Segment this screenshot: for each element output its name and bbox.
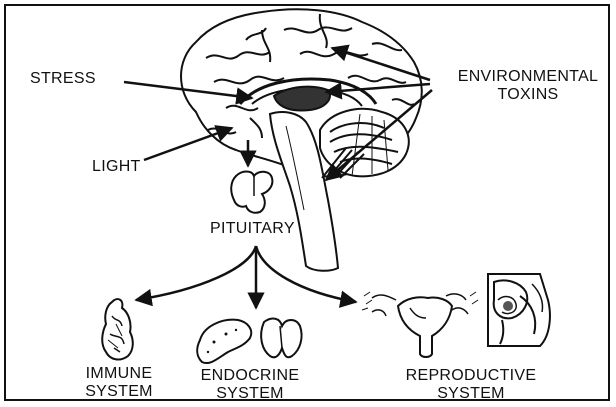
immune-system-line2: SYSTEM	[64, 383, 174, 401]
light-label: LIGHT	[92, 158, 141, 176]
immune-system-line1: IMMUNE	[64, 365, 174, 383]
stress-label: STRESS	[30, 70, 96, 88]
endocrine-system-line1: ENDOCRINE	[188, 367, 312, 385]
immune-organ-icon	[102, 299, 133, 359]
light-arrow	[144, 128, 232, 160]
reproductive-system-line1: REPRODUCTIVE	[396, 367, 546, 385]
reproductive-system-label: REPRODUCTIVE SYSTEM	[396, 367, 546, 403]
environmental-toxins-line1: ENVIRONMENTAL	[446, 68, 610, 86]
pituitary-gland-icon	[231, 172, 272, 213]
endocrine-system-label: ENDOCRINE SYSTEM	[188, 367, 312, 403]
pancreas-thyroid-icon	[197, 319, 301, 364]
environmental-toxins-line2: TOXINS	[446, 86, 610, 104]
pituitary-label: PITUITARY	[210, 220, 295, 238]
pituitary-to-immune-arrow	[136, 246, 256, 300]
reproductive-system-line2: SYSTEM	[396, 385, 546, 403]
endocrine-system-line2: SYSTEM	[188, 385, 312, 403]
reproductive-organs-icon	[362, 274, 550, 357]
environmental-toxins-label: ENVIRONMENTAL TOXINS	[446, 68, 610, 104]
immune-system-label: IMMUNE SYSTEM	[64, 365, 174, 401]
